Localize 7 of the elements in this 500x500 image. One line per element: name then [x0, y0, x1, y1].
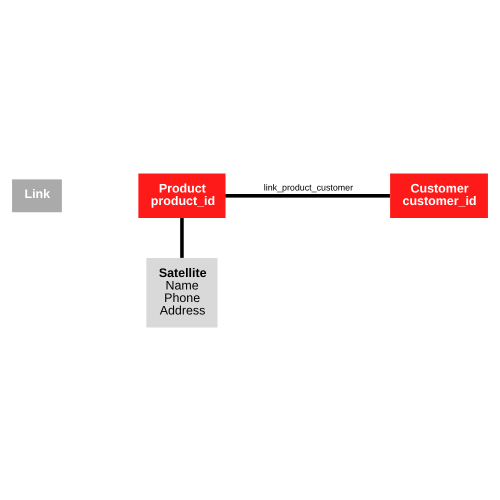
- connector: [226, 194, 390, 198]
- edge-label: link_product_customer: [264, 182, 354, 192]
- node-box: Satellite Name Phone Address: [146, 258, 218, 327]
- node-box: Product product_id: [138, 173, 226, 218]
- connector: [180, 218, 184, 258]
- node-box: Link: [12, 178, 62, 212]
- node-box: Customer customer_id: [390, 173, 488, 218]
